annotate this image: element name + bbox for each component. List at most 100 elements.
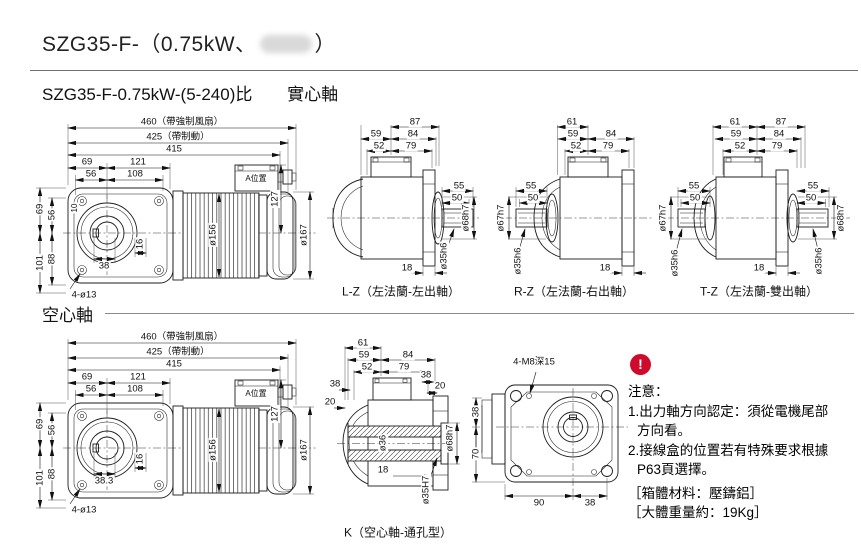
dim-left-101: 101	[34, 469, 46, 487]
note-line-2: 2.接線盒的位置若有特殊要求根據	[628, 442, 829, 458]
dim-flange-18: 18	[752, 262, 766, 274]
dim-keyway-10: 10	[70, 202, 79, 214]
dim-bottom-16: 16	[134, 237, 146, 251]
dim-flange-18: 18	[400, 262, 414, 274]
dim-59: 59	[729, 128, 743, 140]
hollow-main-panel: 460（帶強制風扇） 425（帶制動） 415 69 121 56 108 A位…	[30, 328, 322, 533]
dim-108: 108	[126, 383, 144, 395]
dim-shaft-dia-right: ø35h6	[813, 246, 825, 276]
dim-bottom-38-3: 38.3	[93, 475, 115, 487]
dim-overall-fan: 460（帶強制風扇）	[139, 331, 225, 343]
dim-overall: 415	[165, 358, 183, 370]
dim-70-vert: 70	[470, 447, 482, 461]
dim-tapped-holes: 4-M8深15	[512, 356, 556, 368]
dim-121: 121	[129, 371, 147, 383]
caption-lz: L-Z（左法蘭-左出軸）	[342, 284, 460, 299]
dim-left-88: 88	[46, 467, 58, 481]
dim-56: 56	[84, 168, 98, 180]
dim-mount-holes: 4-ø13	[70, 504, 98, 516]
notes-heading: 注意：	[628, 384, 669, 399]
dim-108: 108	[126, 168, 144, 180]
hollow-shaft-section-header: 空心軸	[42, 301, 854, 326]
dim-38-vert: 38	[470, 405, 482, 419]
rz-drawing	[504, 124, 654, 276]
solid-shaft-label: 實心軸	[287, 85, 339, 104]
dim-59: 59	[357, 349, 371, 361]
d im-bore-dia: ø36	[377, 433, 389, 453]
dim-52: 52	[733, 140, 747, 152]
dim-shaft-55: 55	[524, 180, 538, 192]
hollow-main-drawing	[36, 339, 316, 509]
dim-boss-dia: ø67h7	[495, 203, 507, 233]
model-subtitle: SZG35-F-0.75kW-(5-240)比 實心軸	[42, 80, 338, 105]
caption-k: K（空心軸-通孔型）	[343, 525, 453, 540]
dim-87: 87	[774, 116, 788, 128]
dim-left-69: 69	[34, 417, 46, 431]
dim-motor-dia-156: ø156	[207, 438, 219, 462]
dim-84: 84	[401, 349, 415, 361]
dim-shaft-55-left: 55	[687, 180, 701, 192]
dim-left-88: 88	[46, 252, 58, 266]
page-title-text: SZG35-F-（0.75kW、	[42, 33, 257, 56]
dim-bottom-38: 38	[97, 260, 111, 272]
dim-127: 127	[269, 405, 281, 423]
section-rule	[105, 313, 854, 314]
dim-shaft-50-left: 50	[688, 192, 702, 204]
dim-left-101: 101	[34, 254, 46, 272]
dim-52: 52	[372, 140, 386, 152]
dim-overall-fan: 460（帶強制風扇）	[139, 116, 225, 128]
solid-main-drawing	[36, 124, 316, 294]
k-drawing	[334, 345, 460, 491]
dim-52: 52	[360, 361, 374, 373]
dim-left-56: 56	[46, 208, 58, 222]
dim-overall: 415	[165, 143, 183, 155]
dim-87: 87	[408, 116, 422, 128]
dim-left-69: 69	[34, 202, 46, 216]
dim-boss-dia: ø68h7	[444, 423, 456, 453]
rz-panel: 61 59 84 52 79 55 50 ø67h7 ø35h6 18 R-Z（…	[488, 113, 660, 313]
dim-bottom-16: 16	[134, 452, 146, 466]
redacted-text	[259, 35, 312, 53]
dim-79: 79	[404, 140, 418, 152]
dim-shaft-50: 50	[526, 192, 540, 204]
dim-84: 84	[772, 128, 786, 140]
dim-84: 84	[604, 128, 618, 140]
dim-127: 127	[269, 190, 281, 208]
solid-main-panel: 460（帶強制風扇） 425（帶制動） 415 69 121 56 108 A位…	[30, 113, 322, 308]
dim-right-38: 38	[419, 369, 433, 381]
dim-boss-dia-left: ø67h7	[657, 203, 669, 233]
dim-left-20: 20	[323, 396, 337, 408]
dim-79: 79	[770, 140, 784, 152]
dim-bore-fit: ø35H7	[420, 474, 432, 506]
hollow-shaft-label: 空心軸	[42, 306, 93, 325]
note-line-1b: 方向看。	[637, 423, 691, 438]
dim-61: 61	[728, 116, 742, 128]
flange-panel: 4-M8深15 38 70 90 38	[468, 350, 636, 540]
dim-boss-dia-right: ø68h7	[835, 203, 847, 233]
dim-overall-brake: 425（帶制動）	[145, 346, 211, 358]
page-title: SZG35-F-（0.75kW、）	[42, 28, 336, 58]
junction-box-position-label: A位置	[244, 174, 268, 183]
dim-59: 59	[566, 128, 580, 140]
dim-shaft-50: 50	[450, 192, 464, 204]
lz-panel: 87 59 84 52 79 55 50 ø68h7 ø35h6 18 L-Z（…	[323, 113, 480, 313]
notes-text: 注意： 1.出力軸方向認定：須從電機尾部 方向看。 2.接線盒的位置若有特殊要求…	[628, 382, 828, 523]
note-line-2b: P63頁選擇。	[637, 462, 716, 477]
tz-drawing	[666, 124, 850, 276]
dim-shaft-dia-left: ø35h6	[669, 248, 681, 278]
junction-box-position-label: A位置	[244, 389, 268, 398]
model-number: SZG35-F-0.75kW-(5-240)比	[42, 85, 253, 104]
dim-shaft-55: 55	[452, 180, 466, 192]
dim-shaft-dia: ø35h6	[438, 241, 450, 271]
dim-shaft-55-right: 55	[806, 180, 820, 192]
dim-fan-dia-167: ø167	[298, 223, 310, 247]
dim-79: 79	[601, 140, 615, 152]
dim-121: 121	[129, 156, 147, 168]
title-divider	[30, 70, 858, 71]
dim-shaft-dia: ø35h6	[512, 246, 524, 276]
dim-61: 61	[565, 116, 579, 128]
tz-panel: 61 87 59 84 52 79 55 50 55 50 ø67h7 ø68h…	[657, 113, 860, 313]
dim-flange-18: 18	[376, 464, 390, 476]
dim-fan-dia-167: ø167	[298, 438, 310, 462]
